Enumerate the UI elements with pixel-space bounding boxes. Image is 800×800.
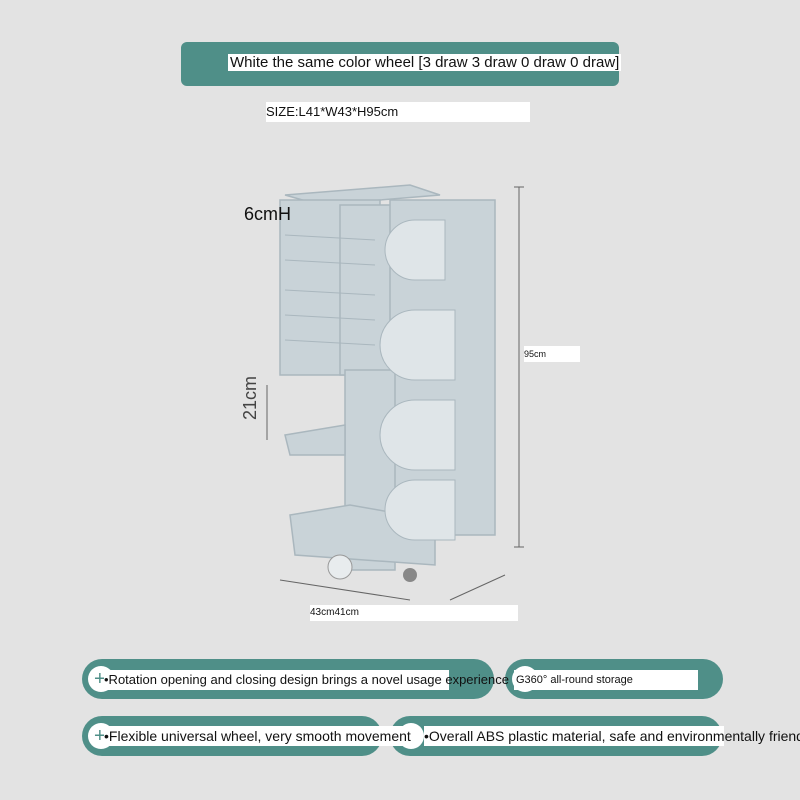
feature-text-wheel: •Flexible universal wheel, very smooth m… xyxy=(104,726,415,746)
feature-text-storage: G360° all-round storage xyxy=(514,670,698,690)
dimension-top: 6cmH xyxy=(244,204,292,224)
feature-text-material: •Overall ABS plastic material, safe and … xyxy=(424,726,800,746)
dimension-middle: 21cm xyxy=(240,375,260,420)
size-label: SIZE:L41*W43*H95cm xyxy=(266,102,530,122)
dimension-height: 95cm xyxy=(524,346,580,362)
plus-icon-glyph: + xyxy=(94,668,106,690)
title-text: White the same color wheel [3 draw 3 dra… xyxy=(228,54,622,71)
dimension-base: 43cm41cm xyxy=(310,605,518,621)
plus-icon-glyph: + xyxy=(94,725,106,747)
feature-text-rotation: •Rotation opening and closing design bri… xyxy=(104,670,509,690)
product-image-trolley xyxy=(266,184,524,601)
